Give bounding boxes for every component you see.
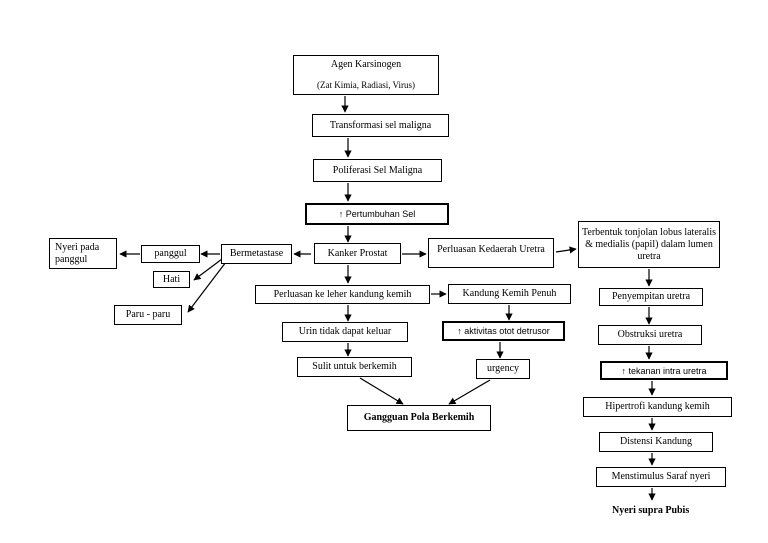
node-aktivitas-detrusor: ↑ aktivitas otot detrusor	[442, 321, 565, 341]
node-nyeri-supra-label: Nyeri supra Pubis	[612, 505, 690, 516]
node-agen-karsinogen-title: Agen Karsinogen	[330, 59, 402, 70]
arrow-bermetastase-to-hati	[193, 258, 223, 281]
node-urin-tidak-keluar: Urin tidak dapat keluar	[282, 322, 408, 342]
node-urgency: urgency	[476, 359, 530, 379]
node-perluasan-uretra: Perluasan Kedaerah Uretra	[428, 238, 554, 268]
node-tekanan: ↑ tekanan intra uretra	[600, 361, 728, 380]
arrow-sulit-to-gangguan	[359, 377, 404, 405]
node-hipertrofi: Hipertrofi kandung kemih	[583, 397, 732, 417]
node-agen-karsinogen: Agen Karsinogen (Zat Kimia, Radiasi, Vir…	[293, 55, 439, 95]
arrow-urgency-to-gangguan	[448, 379, 491, 405]
node-agen-karsinogen-subtitle: (Zat Kimia, Radiasi, Virus)	[316, 80, 416, 90]
node-sulit-berkemih: Sulit untuk berkemih	[297, 357, 412, 377]
arrow-bermetastase-to-paru	[187, 261, 227, 313]
node-transformasi: Transformasi sel maligna	[312, 114, 449, 137]
node-kanker-prostat: Kanker Prostat	[314, 243, 401, 264]
node-tonjolan-lobus: Terbentuk tonjolan lobus lateralis & med…	[578, 221, 720, 268]
node-paru: Paru - paru	[114, 305, 182, 325]
arrow-perluasan-uretra-to-tonjolan	[555, 246, 577, 254]
node-nyeri-supra: Nyeri supra Pubis	[612, 505, 712, 517]
node-perluasan-uretra-label: Perluasan Kedaerah Uretra	[437, 244, 545, 255]
node-bermetastase: Bermetastase	[221, 244, 292, 264]
node-gangguan-pola: Gangguan Pola Berkemih	[347, 405, 491, 431]
node-distensi: Distensi Kandung	[599, 432, 713, 452]
node-hati: Hati	[153, 271, 190, 288]
node-penyempitan: Penyempitan uretra	[599, 288, 703, 306]
node-pertumbuhan: ↑ Pertumbuhan Sel	[305, 203, 449, 225]
node-kandung-penuh: Kandung Kemih Penuh	[448, 284, 571, 304]
node-nyeri-panggul-label: Nyeri pada panggul	[55, 241, 100, 265]
node-panggul: panggul	[141, 245, 200, 263]
node-menstimulus: Menstimulus Saraf nyeri	[596, 467, 726, 487]
node-poliferasi: Poliferasi Sel Maligna	[313, 159, 442, 182]
node-perluasan-leher: Perluasan ke leher kandung kemih	[255, 285, 430, 304]
node-nyeri-panggul: Nyeri pada panggul	[49, 238, 117, 269]
node-obstruksi: Obstruksi uretra	[598, 325, 702, 345]
